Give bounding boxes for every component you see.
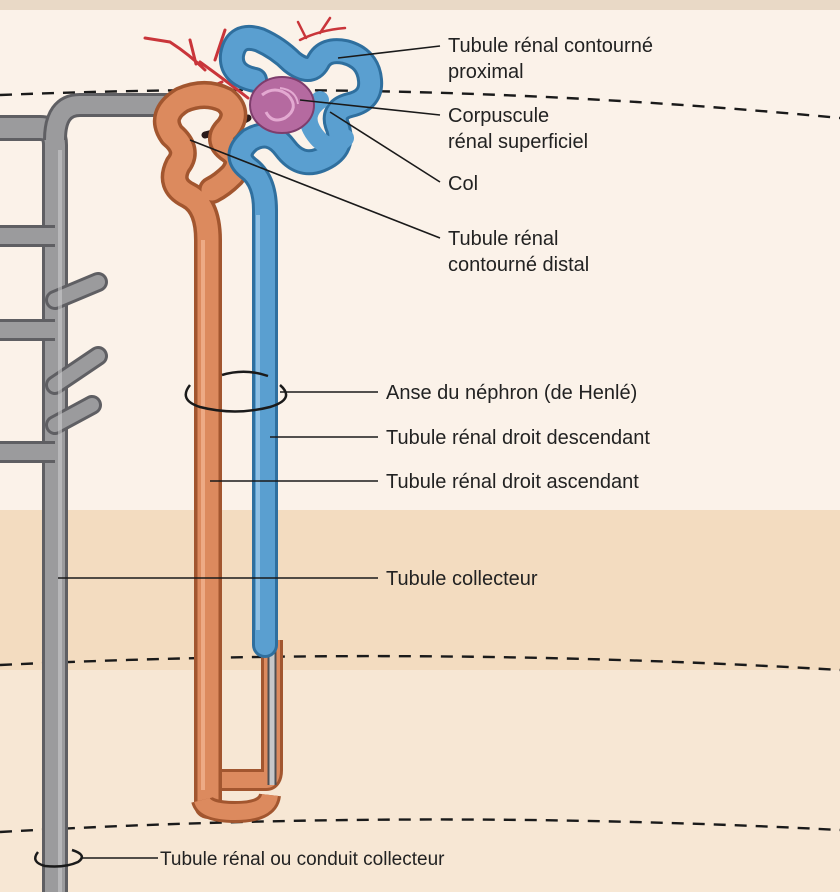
- label-corpuscle-line1: Corpuscule: [448, 105, 549, 127]
- label-descending: Tubule rénal droit descendant: [386, 427, 650, 449]
- label-proximal-line2: proximal: [448, 61, 524, 83]
- label-loop: Anse du néphron (de Henlé): [386, 382, 637, 404]
- top-edge-band: [0, 0, 840, 10]
- renal-corpuscle: [250, 77, 314, 133]
- label-proximal-line1: Tubule rénal contourné: [448, 35, 653, 57]
- label-corpuscle-line2: rénal superficiel: [448, 131, 588, 153]
- label-collecting-tubule: Tubule collecteur: [386, 568, 538, 590]
- outer-medulla-zone: [0, 510, 840, 670]
- label-distal-line2: contourné distal: [448, 254, 589, 276]
- label-collecting-duct: Tubule rénal ou conduit collecteur: [160, 849, 445, 870]
- label-ascending: Tubule rénal droit ascendant: [386, 471, 639, 493]
- label-distal-line1: Tubule rénal: [448, 228, 558, 250]
- label-col: Col: [448, 173, 478, 195]
